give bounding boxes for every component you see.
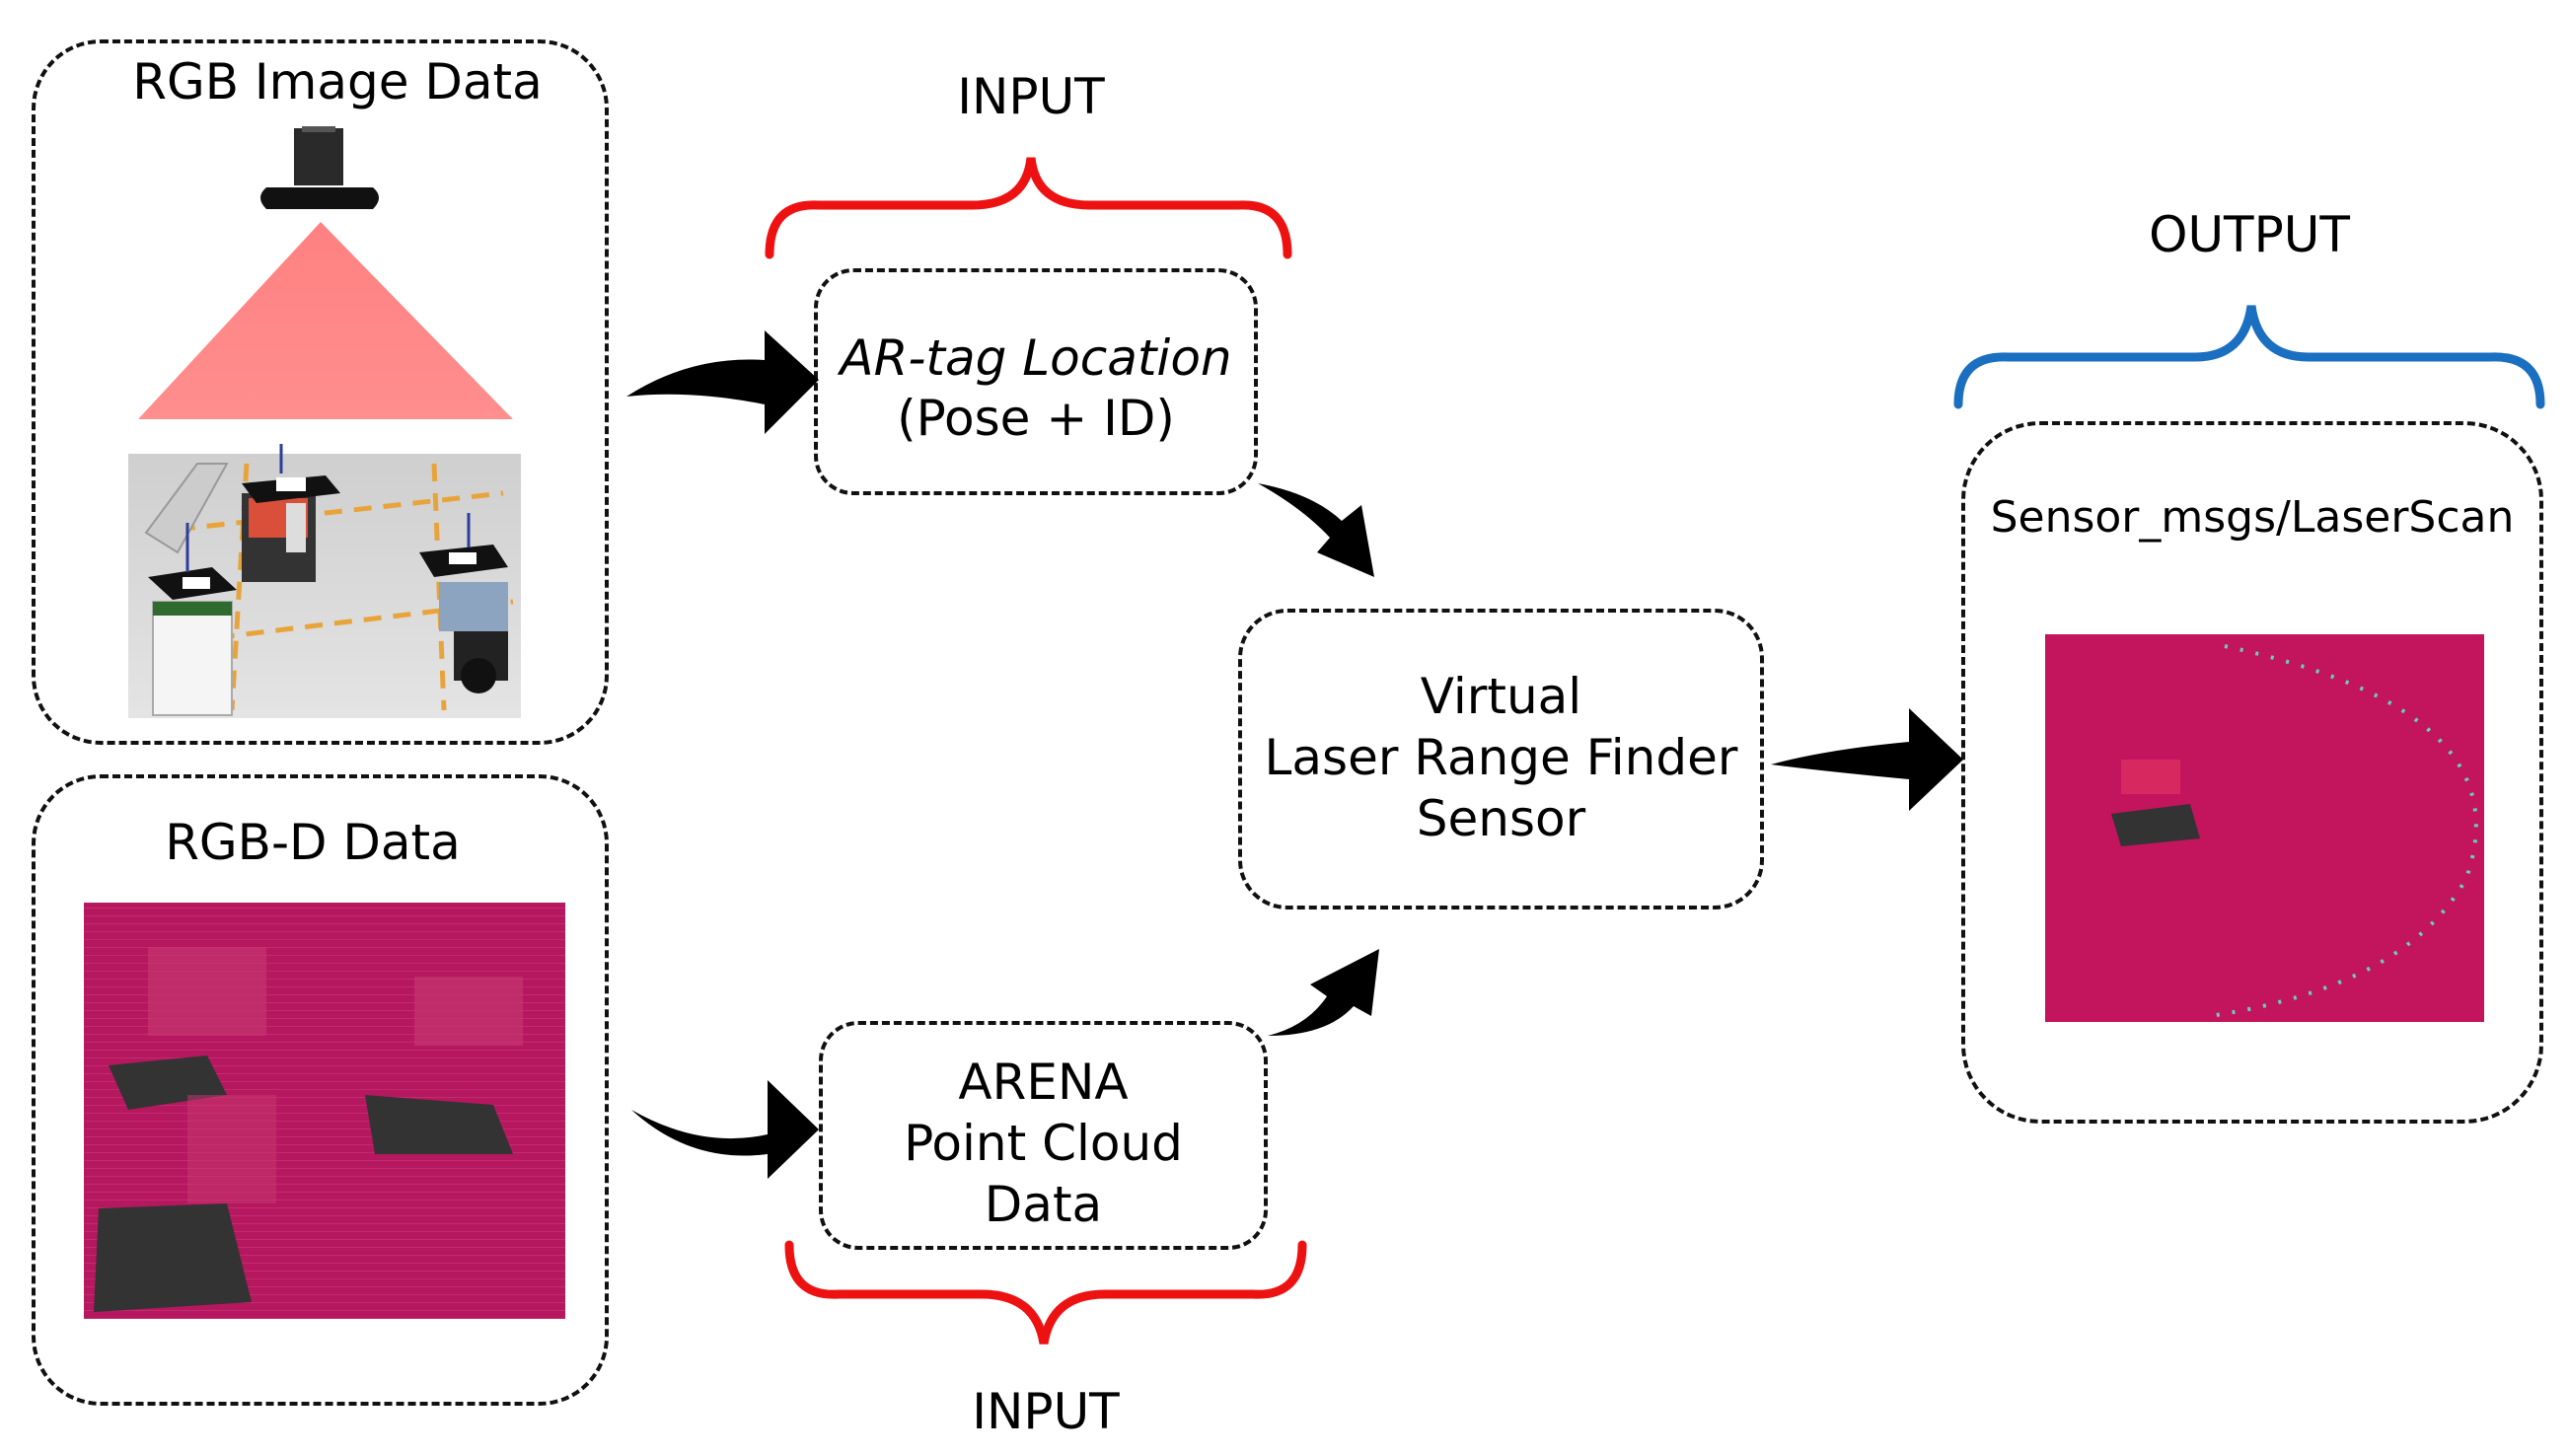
virtual-line3: Sensor <box>1416 790 1586 847</box>
arena-line3: Data <box>984 1176 1103 1233</box>
arrow-rgbd-to-arena <box>631 1080 819 1179</box>
arrow-artag-to-virtual <box>1258 483 1374 577</box>
rgbd-data-box <box>32 774 609 1406</box>
laser-scan-box <box>1961 421 2543 1124</box>
arrow-rgb-to-artag <box>626 330 819 434</box>
ar-tag-line1: AR-tag Location <box>840 329 1232 387</box>
input-top-label: INPUT <box>957 68 1105 125</box>
virtual-line1: Virtual <box>1420 668 1582 725</box>
arena-line2: Point Cloud <box>904 1115 1183 1172</box>
arrow-virtual-to-laserscan <box>1771 708 1963 811</box>
ar-tag-line2: (Pose + ID) <box>897 390 1175 447</box>
virtual-laser-sensor-box <box>1238 609 1764 910</box>
input-top-brace <box>765 157 1292 259</box>
input-bottom-brace <box>784 1240 1307 1345</box>
rgb-image-title: RGB Image Data <box>132 53 543 110</box>
laser-scan-title: Sensor_msgs/LaserScan <box>1990 492 2515 543</box>
input-bottom-label: INPUT <box>972 1383 1120 1440</box>
output-brace <box>1953 305 2545 409</box>
arrow-arena-to-virtual <box>1268 949 1379 1036</box>
rgb-image-box <box>32 39 609 745</box>
output-label: OUTPUT <box>2149 206 2350 263</box>
rgbd-data-title: RGB-D Data <box>165 814 461 871</box>
virtual-line2: Laser Range Finder <box>1264 729 1738 786</box>
arena-line1: ARENA <box>958 1054 1129 1111</box>
